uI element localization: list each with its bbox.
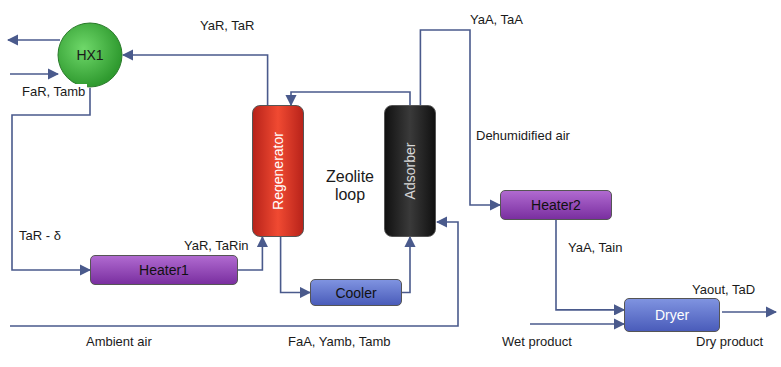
stream-label: Ambient air (84, 334, 154, 349)
stream-label: Yaout, TaD (690, 282, 757, 297)
node-label: Regenerator (270, 132, 286, 210)
stream-label: Zeolite loop (318, 168, 382, 204)
stream-label: TaR - δ (17, 228, 63, 243)
stream-label: YaR, TaR (198, 18, 256, 33)
dryer-box: Dryer (624, 298, 720, 332)
stream-label: Dry product (694, 334, 765, 349)
heater-box: Heater1 (90, 255, 238, 285)
stream-label: FaA, Yamb, Tamb (286, 334, 393, 349)
flow-connector (281, 237, 310, 293)
node-label: Cooler (335, 285, 376, 301)
node-label: HX1 (76, 47, 103, 63)
node-label: Dryer (655, 307, 689, 323)
flow-connector (556, 220, 624, 310)
flow-connector (291, 92, 410, 105)
stream-label: YaA, TaA (468, 12, 525, 27)
flow-connector (12, 88, 90, 270)
node-label: Heater1 (139, 262, 189, 278)
stream-label: Dehumidified air (474, 128, 572, 143)
node-label: Adsorber (402, 143, 418, 200)
heater-box: Heater2 (500, 190, 612, 220)
stream-label: YaR, TaRin (182, 238, 251, 253)
stream-label: Wet product (500, 334, 574, 349)
regenerator-column: Regenerator (252, 105, 304, 237)
adsorber-column: Adsorber (384, 105, 436, 237)
flow-connector (123, 55, 268, 105)
stream-label: FaR, Tamb (20, 84, 87, 99)
cooler-box: Cooler (310, 279, 402, 306)
heat-exchanger: HX1 (57, 22, 123, 88)
stream-label: YaA, Tain (566, 240, 624, 255)
node-label: Heater2 (531, 197, 581, 213)
flow-connector (402, 237, 410, 293)
